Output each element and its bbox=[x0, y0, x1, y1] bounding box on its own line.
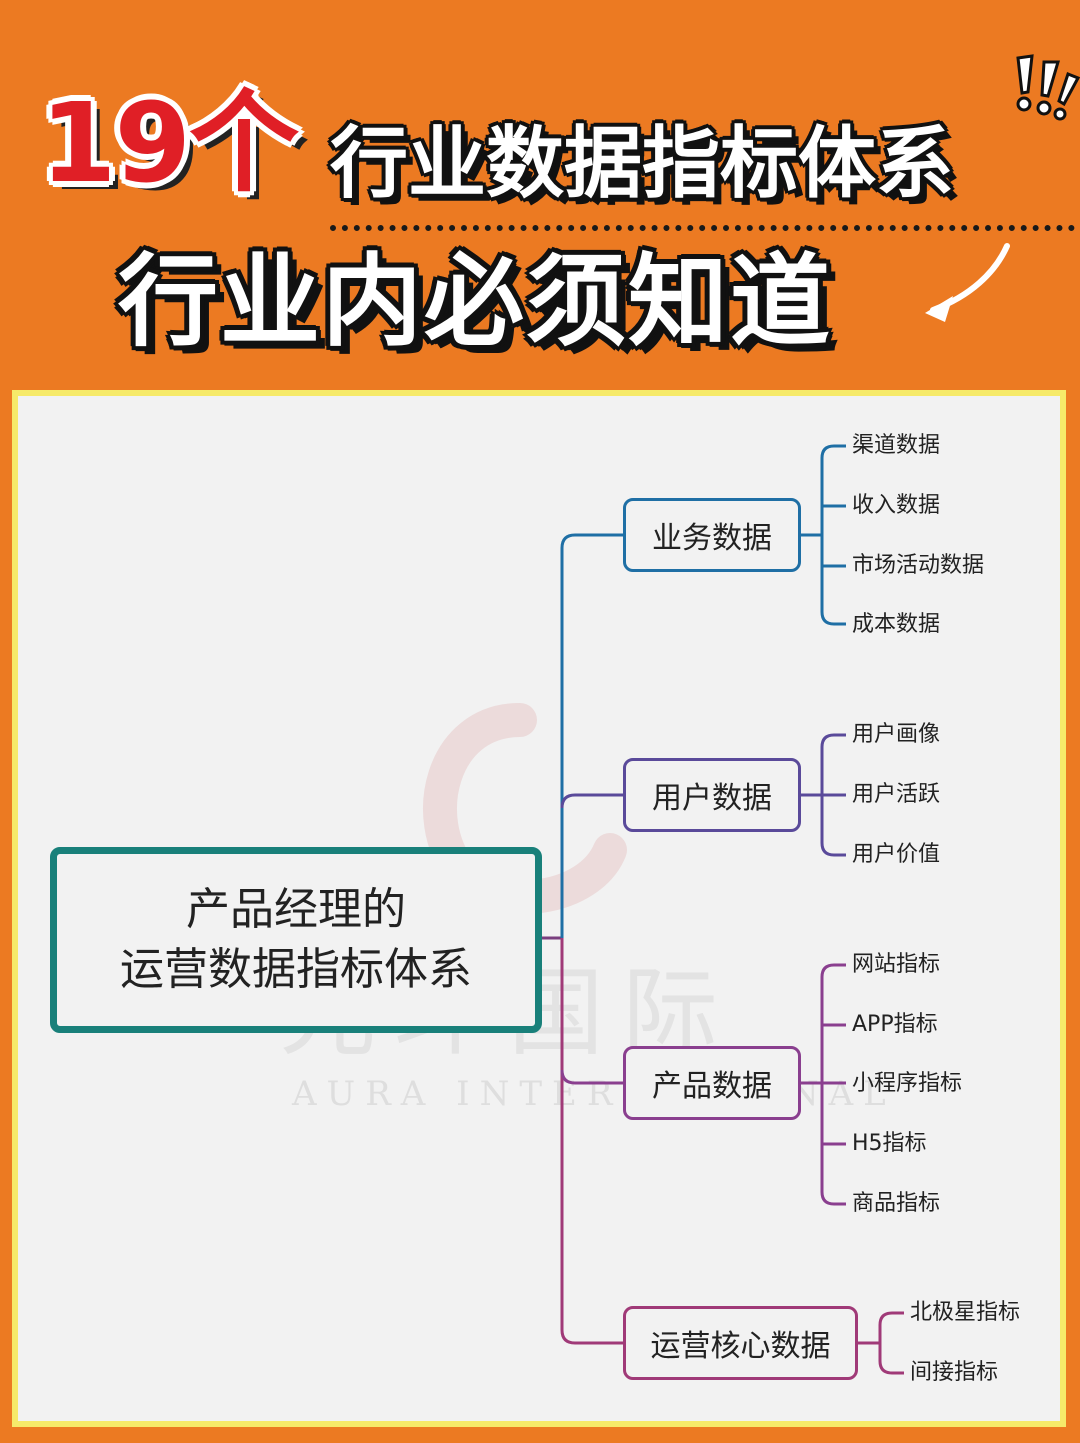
title-line-2: 行业内必须知道 bbox=[118, 243, 832, 360]
exclamation-icon bbox=[1016, 54, 1080, 121]
header-banner: 19个 行业数据指标体系 行业内必须知道 bbox=[0, 0, 1080, 385]
leaf-miniprogram-metrics: 小程序指标 bbox=[852, 1071, 963, 1096]
branch-node-product: 产品数据 bbox=[623, 1046, 801, 1120]
leaf-marketing-data: 市场活动数据 bbox=[852, 553, 985, 578]
leaf-indirect-metrics: 间接指标 bbox=[910, 1360, 999, 1385]
root-label-line-1: 产品经理的 bbox=[186, 884, 406, 935]
leaf-website-metrics: 网站指标 bbox=[852, 952, 941, 977]
title-number: 19个 bbox=[40, 79, 299, 207]
leaf-cost-data: 成本数据 bbox=[852, 612, 941, 637]
leaf-revenue-data: 收入数据 bbox=[852, 493, 941, 518]
leaf-user-value: 用户价值 bbox=[852, 842, 941, 867]
leaf-h5-metrics: H5指标 bbox=[852, 1131, 927, 1156]
branch-node-user: 用户数据 bbox=[623, 758, 801, 832]
branch-node-business: 业务数据 bbox=[623, 498, 801, 572]
dotted-divider bbox=[330, 225, 1075, 231]
root-node: 产品经理的 运营数据指标体系 bbox=[50, 847, 542, 1033]
leaf-app-metrics: APP指标 bbox=[852, 1012, 938, 1037]
root-label-line-2: 运营数据指标体系 bbox=[120, 944, 472, 995]
arrow-icon bbox=[925, 243, 1010, 322]
leaf-product-metrics: 商品指标 bbox=[852, 1191, 941, 1216]
title-line-1: 行业数据指标体系 bbox=[330, 119, 955, 209]
branch-node-operations-core: 运营核心数据 bbox=[623, 1306, 858, 1380]
leaf-user-profile: 用户画像 bbox=[852, 722, 941, 747]
leaf-channel-data: 渠道数据 bbox=[852, 433, 941, 458]
leaf-user-activity: 用户活跃 bbox=[852, 782, 941, 807]
leaf-north-star-metric: 北极星指标 bbox=[910, 1300, 1021, 1325]
